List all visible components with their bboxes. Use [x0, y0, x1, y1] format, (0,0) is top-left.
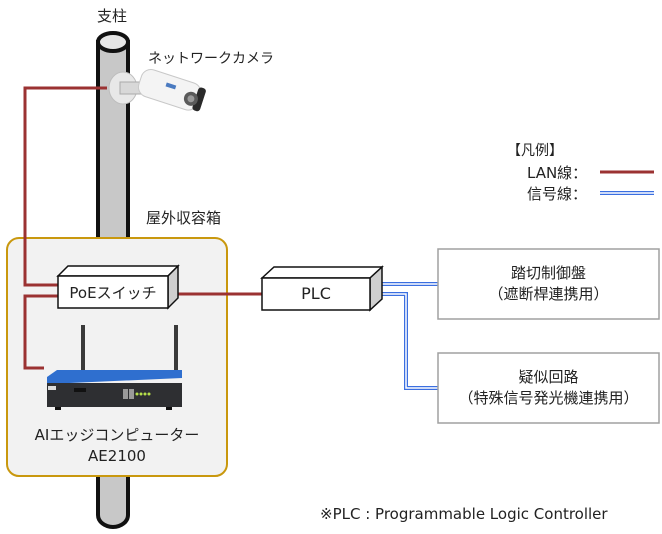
edge-computer-model: AE2100	[88, 447, 146, 465]
legend-title: 【凡例】	[507, 143, 563, 159]
lan-lines	[23, 86, 654, 370]
pole-label: 支柱	[97, 7, 128, 25]
legend-signal-label: 信号線：	[527, 185, 588, 203]
pseudo-circuit-label: 疑似回路 （特殊信号発光機連携用）	[438, 367, 659, 409]
pseudo-circuit-subtitle: （特殊信号発光機連携用）	[458, 389, 639, 407]
lan-line-edge-computer	[23, 294, 58, 370]
network-camera-icon	[108, 68, 206, 112]
crossing-control-label: 踏切制御盤 （遮断桿連携用）	[438, 263, 659, 305]
crossing-control-panel-box	[437, 248, 660, 320]
pseudo-circuit-title: 疑似回路	[518, 368, 579, 386]
crossing-control-subtitle: （遮断桿連携用）	[488, 285, 609, 303]
edge-computer-label: AIエッジコンピューター AE2100	[7, 425, 227, 467]
plc-label: PLC	[301, 284, 331, 303]
ai-edge-computer-icon	[47, 325, 182, 410]
enclosure-label: 屋外収容箱	[146, 209, 222, 227]
pseudo-circuit-box	[437, 352, 660, 424]
edge-computer-name: AIエッジコンピューター	[34, 426, 200, 444]
legend-lan-label: LAN線：	[527, 164, 588, 182]
camera-label: ネットワークカメラ	[148, 51, 274, 67]
crossing-control-title: 踏切制御盤	[510, 264, 586, 282]
plc-box	[260, 265, 384, 312]
lan-line-camera	[23, 86, 107, 287]
poe-switch-label: PoEスイッチ	[69, 284, 157, 302]
footnote: ※PLC : Programmable Logic Controller	[320, 505, 608, 523]
poe-switch-box	[56, 264, 180, 310]
